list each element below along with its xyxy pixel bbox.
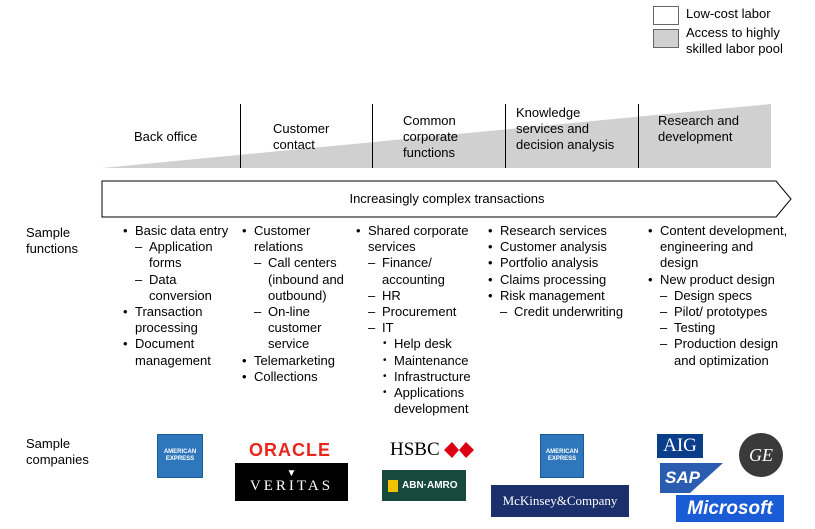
functions-column-knowledge: Research servicesCustomer analysisPortfo… <box>486 223 636 320</box>
legend-swatch-low-cost <box>653 6 679 25</box>
functions-column-rnd: Content development, engineering and des… <box>646 223 791 369</box>
arrow-label: Increasingly complex transactions <box>349 191 545 206</box>
function-item: Pilot/ prototypes <box>646 304 791 320</box>
function-item: Content development, engineering and des… <box>646 223 791 272</box>
function-item: Design specs <box>646 288 791 304</box>
aig-logo: AIG <box>657 434 703 458</box>
function-item: Customer relations <box>240 223 360 255</box>
stage-customer-contact: Customer contact <box>273 121 330 152</box>
function-item: Transaction processing <box>121 304 239 336</box>
row-label-functions: Sample functions <box>26 225 79 256</box>
functions-column-back-office: Basic data entryApplication formsData co… <box>121 223 239 369</box>
function-item: HR <box>354 288 484 304</box>
function-item: Credit underwriting <box>486 304 636 320</box>
functions-column-customer-contact: Customer relationsCall centers (inbound … <box>240 223 360 385</box>
function-item: Application forms <box>121 239 239 271</box>
stage-divider <box>505 104 506 168</box>
function-item: Finance/ accounting <box>354 255 484 287</box>
function-item: Collections <box>240 369 360 385</box>
function-item: Risk management <box>486 288 636 304</box>
functions-column-corporate: Shared corporate servicesFinance/ accoun… <box>354 223 484 417</box>
function-item: New product design <box>646 272 791 288</box>
function-item: Claims processing <box>486 272 636 288</box>
oracle-logo: ORACLE <box>249 439 331 460</box>
hsbc-logo: HSBC <box>390 438 476 462</box>
function-item: Data conversion <box>121 272 239 304</box>
function-item: Procurement <box>354 304 484 320</box>
function-item: Production design and optimization <box>646 336 791 368</box>
function-item: Call centers (inbound and outbound) <box>240 255 360 304</box>
function-item: On-line customer service <box>240 304 360 353</box>
complexity-arrow <box>101 180 792 218</box>
stage-divider <box>372 104 373 168</box>
legend-label-low-cost: Low-cost labor <box>686 6 771 21</box>
legend-swatch-skilled <box>653 29 679 48</box>
function-item: Research services <box>486 223 636 239</box>
function-item: Applications development <box>354 385 484 417</box>
stage-knowledge-services: Knowledge services and decision analysis <box>516 105 615 152</box>
function-item: Document management <box>121 336 239 368</box>
hsbc-hexagon-icon <box>443 442 474 458</box>
microsoft-logo: Microsoft <box>676 495 784 522</box>
function-item: Portfolio analysis <box>486 255 636 271</box>
function-item: Help desk <box>354 336 484 352</box>
amex-logo: AMERICAN EXPRESS <box>157 434 203 478</box>
abn-amro-logo: ABN·AMRO <box>382 470 466 501</box>
amex-logo: AMERICAN EXPRESS <box>540 434 584 478</box>
veritas-logo: ▼ VERITAS <box>235 463 348 501</box>
abn-amro-shield-icon <box>388 479 398 492</box>
function-item: Shared corporate services <box>354 223 484 255</box>
ge-logo: GE <box>739 433 783 477</box>
row-label-companies: Sample companies <box>26 436 89 467</box>
stage-divider <box>240 104 241 168</box>
function-item: Customer analysis <box>486 239 636 255</box>
sap-logo: SAP <box>660 463 723 493</box>
legend-label-skilled: Access to highly skilled labor pool <box>686 25 783 56</box>
stage-research-development: Research and development <box>658 113 739 144</box>
stage-divider <box>638 104 639 168</box>
mckinsey-logo: McKinsey&Company <box>491 485 629 517</box>
stage-corporate-functions: Common corporate functions <box>403 113 458 160</box>
skill-wedge <box>102 104 771 168</box>
function-item: Basic data entry <box>121 223 239 239</box>
function-item: IT <box>354 320 484 336</box>
function-item: Telemarketing <box>240 353 360 369</box>
function-item: Testing <box>646 320 791 336</box>
stage-back-office: Back office <box>134 129 198 144</box>
function-item: Infrastructure <box>354 369 484 385</box>
function-item: Maintenance <box>354 353 484 369</box>
skill-wedge-and-arrow <box>101 104 792 218</box>
